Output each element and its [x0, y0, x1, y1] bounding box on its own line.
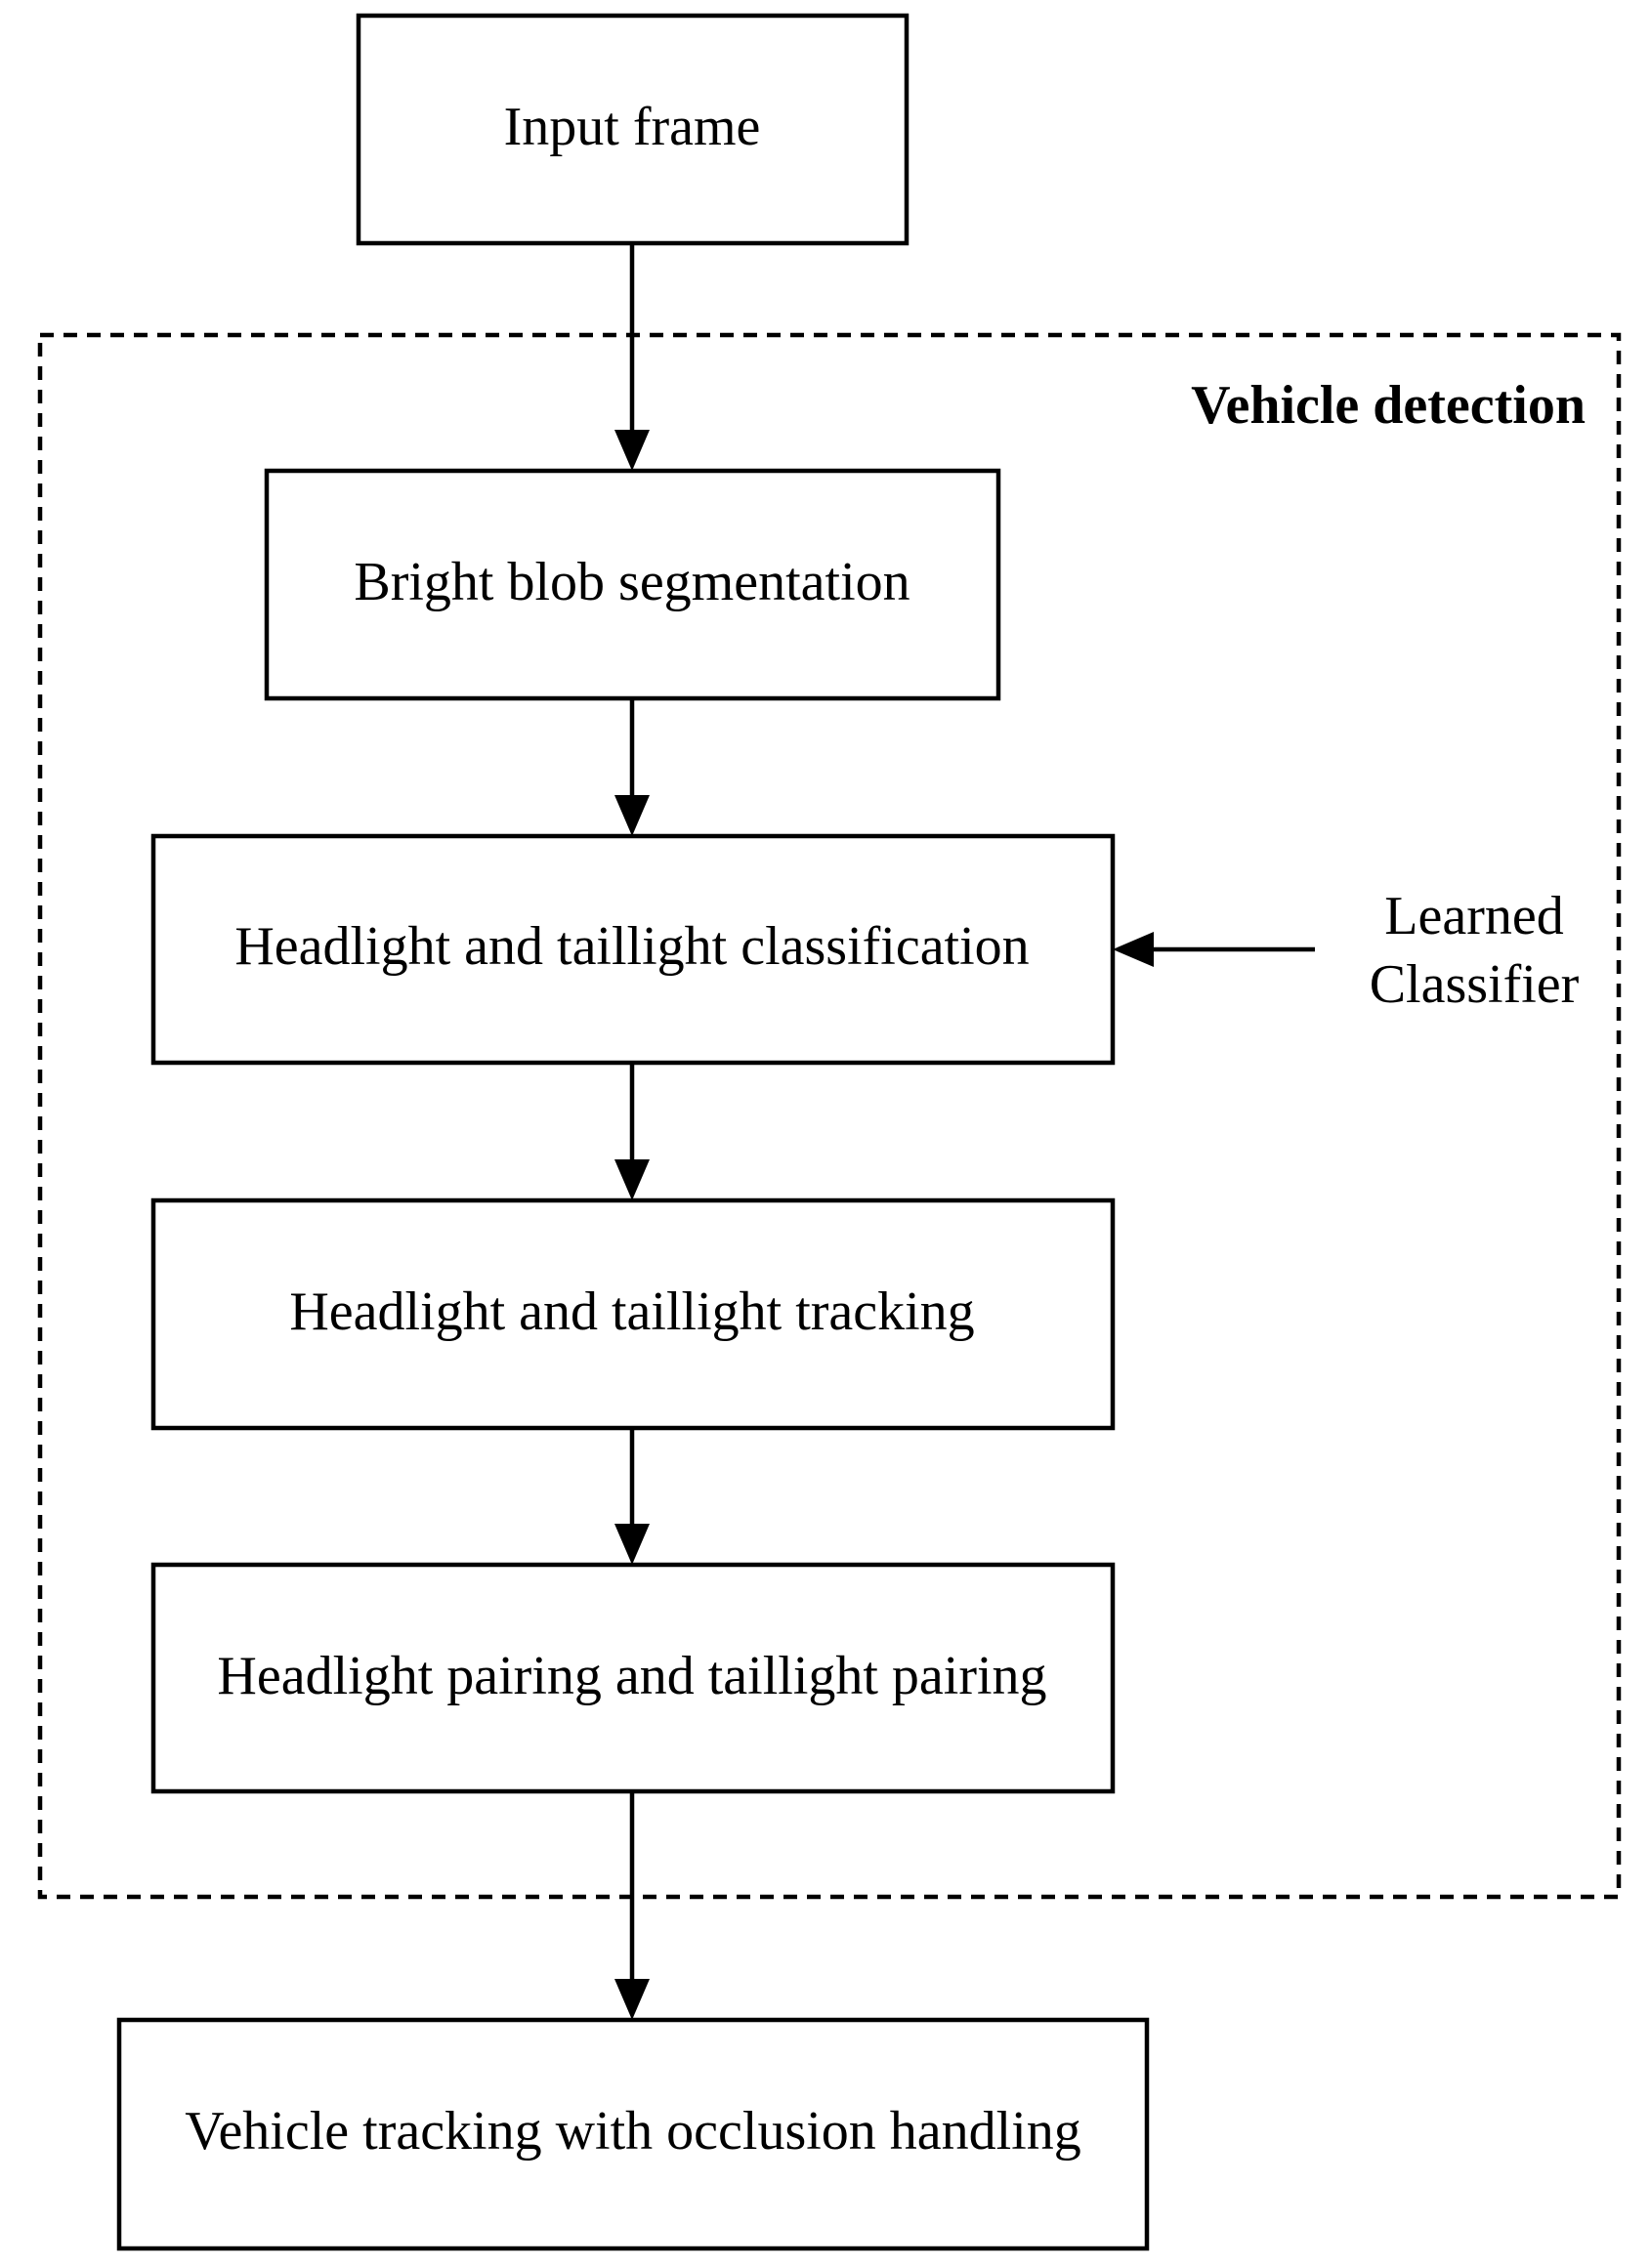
light-tracking-label: Headlight and taillight tracking [289, 1281, 974, 1342]
arrow-classifier-to-classification [1113, 932, 1315, 967]
pairing-label: Headlight pairing and taillight pairing [217, 1646, 1046, 1706]
arrow-classification-to-tracking [614, 1063, 650, 1200]
arrow-pairing-to-vehicle-tracking [614, 1791, 650, 2020]
arrow-input-to-segmentation [614, 243, 650, 471]
input-frame-box [356, 13, 910, 246]
vehicle-detection-label: Vehicle detection [1191, 375, 1586, 436]
pairing-box [150, 1562, 1116, 1794]
arrow-tracking-to-pairing [614, 1428, 650, 1565]
light-tracking-box [150, 1197, 1116, 1431]
bright-blob-segmentation-label: Bright blob segmentation [354, 552, 910, 612]
learned-classifier-line2: Classifier [1370, 954, 1580, 1015]
input-frame-label: Input frame [504, 97, 761, 157]
vehicle-tracking-box [116, 2017, 1150, 2251]
learned-classifier-line1: Learned [1384, 886, 1563, 946]
classification-label: Headlight and taillight classification [234, 916, 1029, 977]
bright-blob-segmentation-box [264, 468, 1001, 701]
arrow-segmentation-to-classification [614, 698, 650, 836]
vehicle-tracking-label: Vehicle tracking with occlusion handling [185, 2101, 1081, 2162]
classification-box [150, 833, 1116, 1066]
